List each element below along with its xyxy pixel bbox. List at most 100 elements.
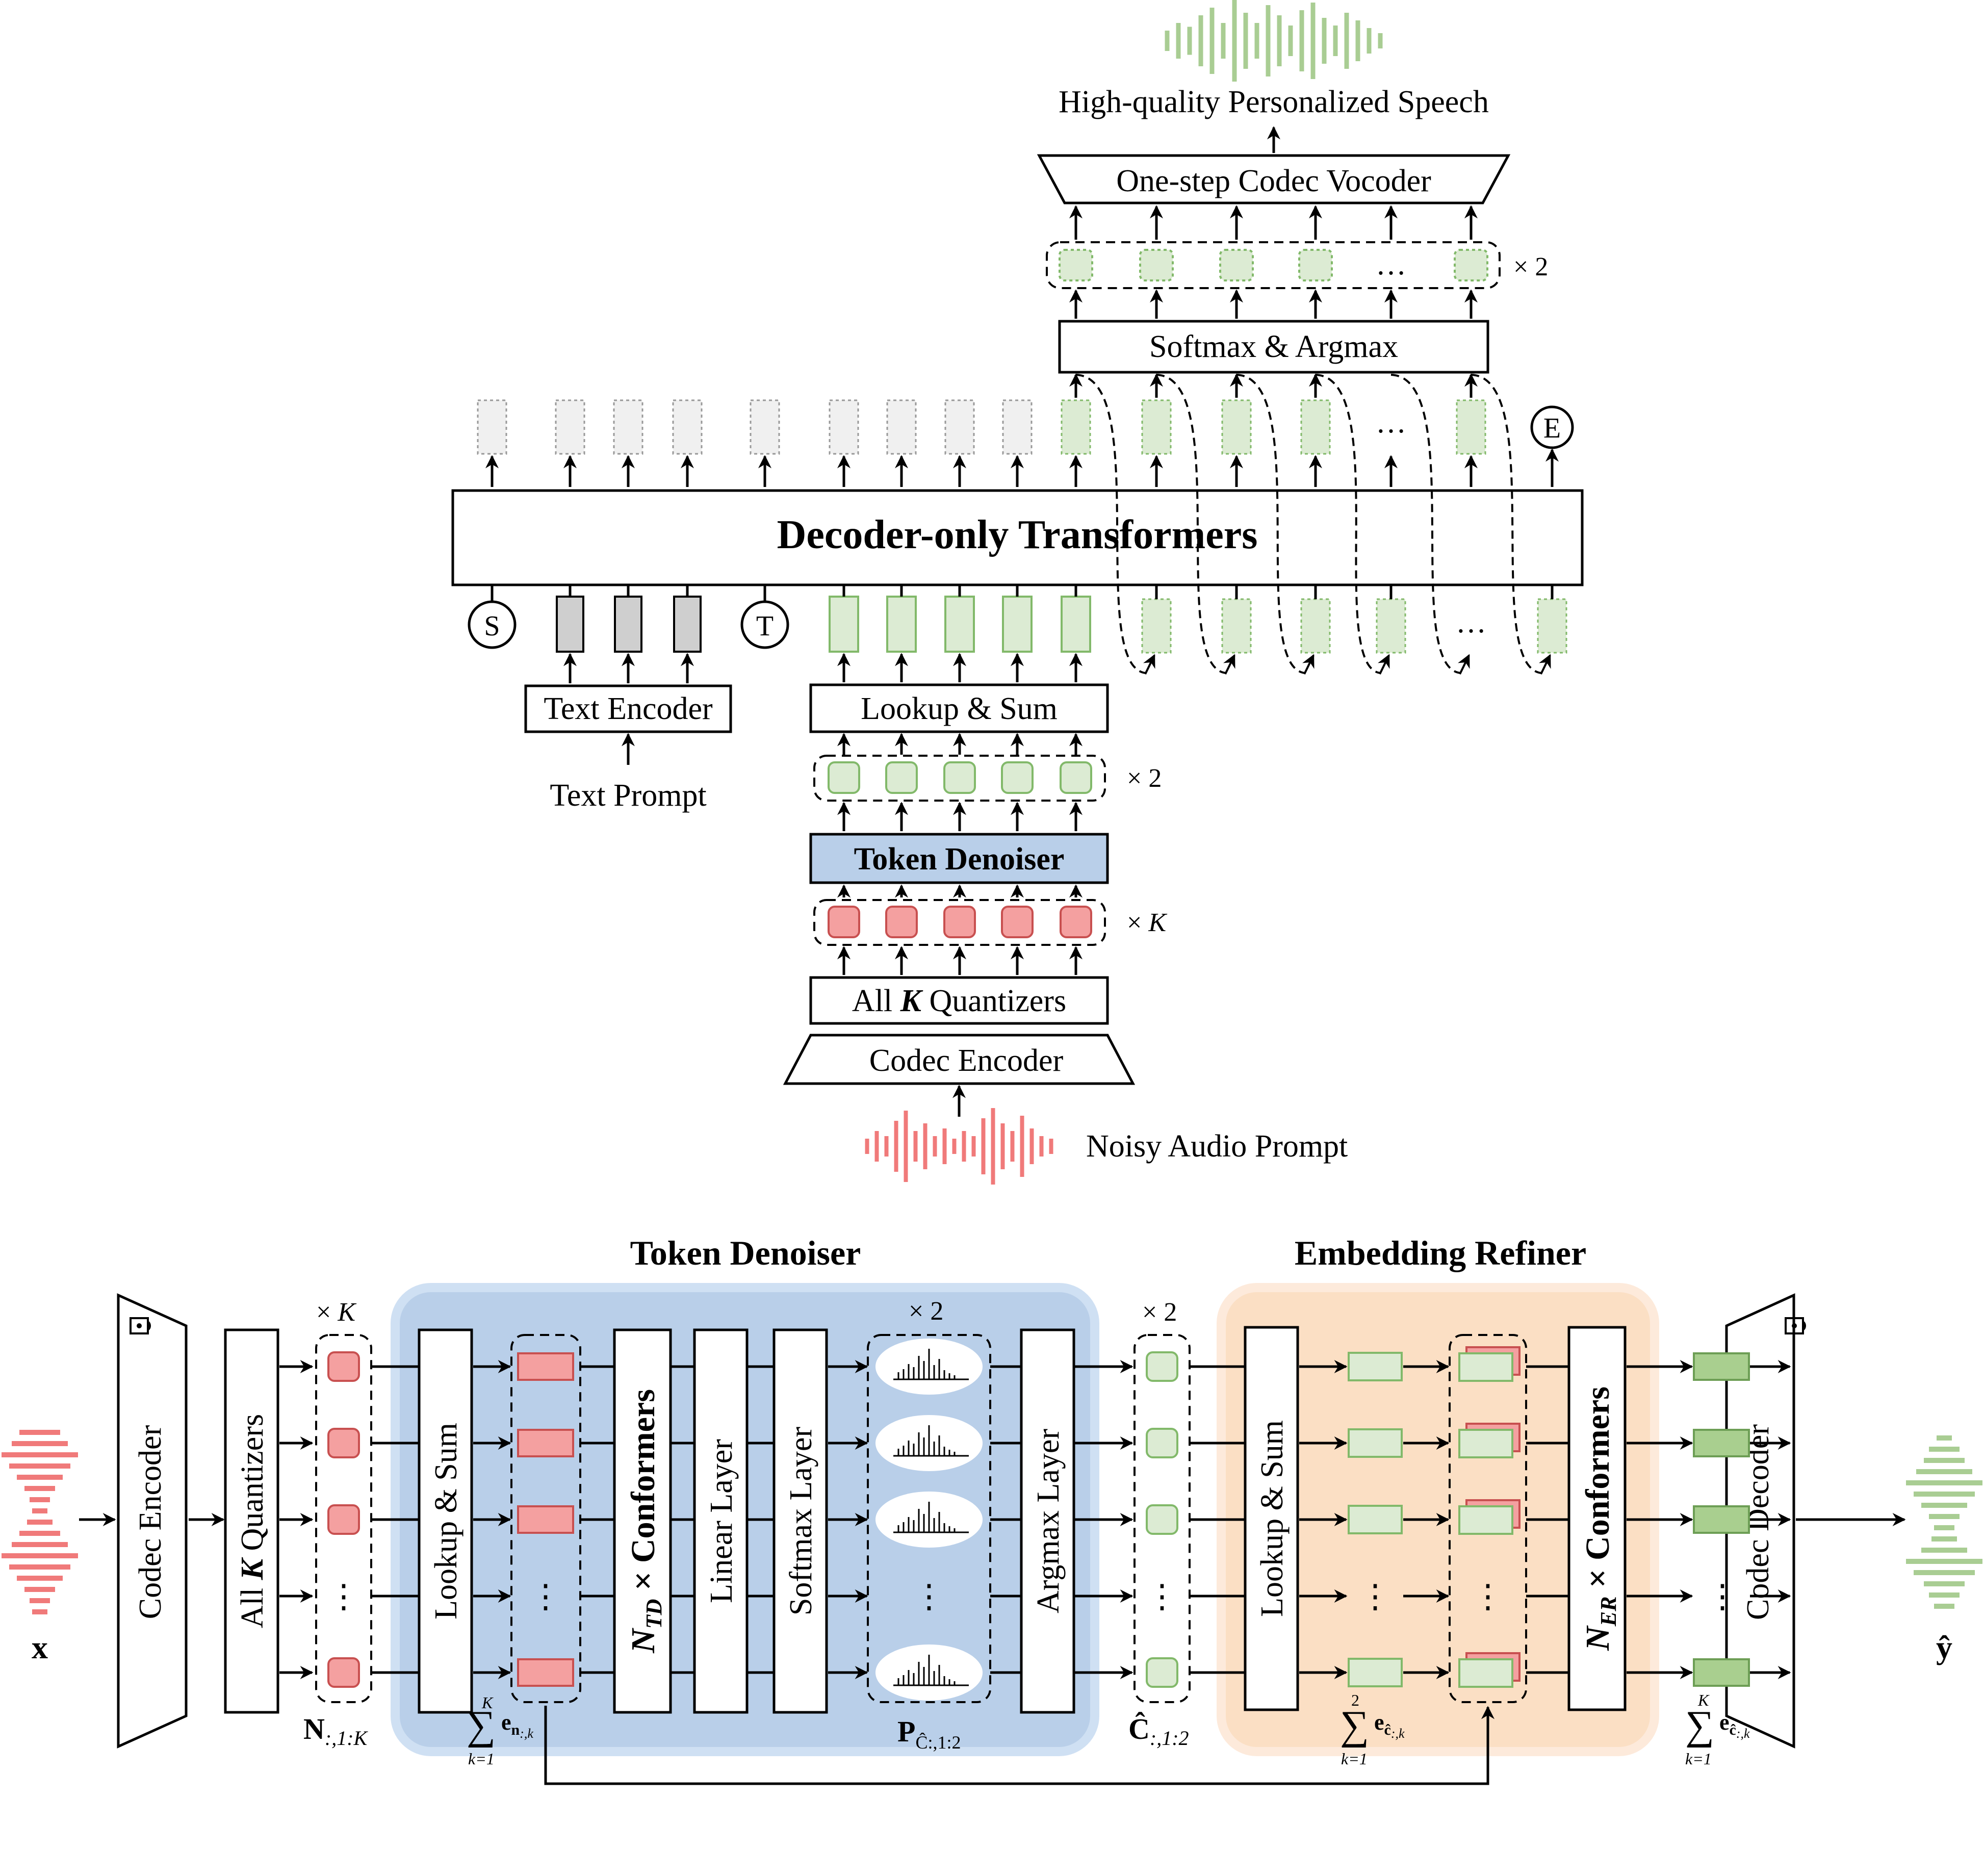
waveform-bar (1000, 1123, 1005, 1169)
svg-text:k=1: k=1 (1685, 1750, 1712, 1768)
all-k-quantizers-vertical: All K Quantizers (224, 1328, 279, 1714)
audio-prompt-token (1002, 596, 1033, 653)
ellipsis: ⋮ (1359, 1578, 1392, 1614)
denoised-token (828, 761, 860, 794)
waveform-bar (1914, 1570, 1975, 1575)
transformer-output-token (555, 399, 585, 455)
ntd-conformers-box: NTD × Conformers (613, 1328, 672, 1714)
output-y-label: ŷ (1936, 1629, 1952, 1665)
svg-text:S: S (484, 610, 500, 642)
stacked-embedding (1458, 1352, 1513, 1382)
token-denoiser-label: Token Denoiser (854, 842, 1065, 877)
text-token (614, 596, 642, 653)
input-x-label: x (32, 1629, 48, 1665)
waveform-bar (1344, 13, 1349, 69)
lock-icon (1785, 1317, 1806, 1334)
residual-connection-arrow (544, 1706, 1495, 1785)
feedback-curve (1156, 374, 1227, 674)
refined-embedding (1348, 1658, 1403, 1687)
waveform-bar (1906, 1559, 1982, 1564)
waveform-bar (1921, 1503, 1967, 1508)
waveform-bar (971, 1136, 976, 1157)
waveform-bar (1921, 1548, 1967, 1553)
autoregressive-feedback-arrows (1075, 374, 1551, 675)
waveform-bar (942, 1128, 947, 1164)
svg-text:2: 2 (1351, 1691, 1359, 1709)
waveform-bar (1243, 13, 1248, 69)
feedback-curve (1390, 374, 1461, 674)
svg-text:NTD × Conformers: NTD × Conformers (625, 1389, 666, 1654)
svg-text:K: K (481, 1693, 494, 1712)
waveform-bar (1914, 1492, 1975, 1497)
ellipsis: ⋮ (1146, 1578, 1178, 1614)
end-token: E (1530, 405, 1574, 449)
waveform-bar (17, 1475, 63, 1480)
waveform-bar (1310, 3, 1316, 79)
ellipsis: ⋮ (913, 1578, 945, 1614)
noisy-token (327, 1657, 360, 1688)
waveform-bar (1937, 1435, 1952, 1441)
output-embedding (1693, 1352, 1750, 1381)
output-token-group: … × 2 (1046, 241, 1548, 289)
math-n-label: N:,1:K (303, 1712, 369, 1750)
generated-token (1300, 598, 1331, 654)
codec-encoder-bottom: Codec Encoder (117, 1293, 188, 1749)
waveform-bar (1176, 23, 1181, 59)
waveform-bar (12, 1542, 68, 1547)
stacked-embedding (1458, 1658, 1513, 1688)
transformer-output-token (1061, 399, 1091, 455)
text-encoder-label: Text Encoder (544, 691, 713, 726)
lock-icon (130, 1317, 151, 1334)
waveform-bar (865, 1139, 869, 1154)
waveform-bar (904, 1111, 908, 1182)
transformer-output-token (613, 399, 643, 455)
math-sum-output: K ∑ k=1 eĉ:,k (1685, 1691, 1750, 1768)
argmax-layer-box: Argmax Layer (1020, 1328, 1075, 1714)
times-two-label-b: × 2 (1142, 1298, 1177, 1327)
svg-text:Lookup & Sum: Lookup & Sum (1255, 1420, 1290, 1617)
waveform-bar (2, 1452, 78, 1457)
svg-text:∑: ∑ (467, 1703, 496, 1748)
output-speech-label: High-quality Personalized Speech (1059, 85, 1489, 119)
ellipsis: … (1376, 247, 1406, 281)
times-two-label: × 2 (1513, 252, 1548, 281)
noisy-token-group (813, 899, 1106, 946)
waveform-bar (1934, 1525, 1954, 1530)
waveform-bar (1934, 1604, 1954, 1609)
waveform-bar (1049, 1139, 1053, 1154)
token-denoiser-box: Token Denoiser (809, 833, 1109, 884)
denoised-token-group (813, 755, 1106, 802)
noisy-embedding (517, 1352, 574, 1381)
probability-column (867, 1334, 991, 1703)
waveform-bar (1924, 1458, 1965, 1463)
refined-embedding (1348, 1505, 1403, 1534)
feedback-arrow-head (1143, 654, 1155, 675)
svg-text:Argmax Layer: Argmax Layer (1031, 1429, 1066, 1613)
times-k-label: × K (1127, 908, 1167, 937)
noisy-embedding (517, 1429, 574, 1457)
svg-text:∑: ∑ (1340, 1703, 1369, 1748)
waveform-bar (24, 1486, 55, 1491)
transformer-output-token (750, 399, 780, 455)
transformer-output-token (1141, 399, 1172, 455)
transformer-output-token (672, 399, 703, 455)
input-waveform-icon (2, 1430, 78, 1614)
noisy-token (943, 906, 976, 938)
waveform-bar (1187, 27, 1192, 55)
embedding-refiner-title: Embedding Refiner (1295, 1233, 1586, 1272)
svg-text:k=1: k=1 (468, 1750, 495, 1768)
transformer-output-token (1221, 399, 1252, 455)
waveform-bar (1906, 1480, 1982, 1485)
codec-encoder-label: Codec Encoder (869, 1043, 1064, 1078)
text-token (556, 596, 584, 653)
waveform-bar (30, 1598, 50, 1603)
ellipsis: ⋮ (327, 1578, 360, 1614)
ellipsis: … (1456, 605, 1486, 639)
waveform-bar (1929, 1447, 1960, 1452)
svg-text:∑: ∑ (1685, 1703, 1714, 1748)
feedback-arrow-head (1539, 654, 1551, 675)
noisy-audio-prompt-label: Noisy Audio Prompt (1086, 1129, 1348, 1164)
waveform-bar (1010, 1131, 1015, 1162)
softmax-argmax-box: Softmax & Argmax (1058, 320, 1489, 374)
ner-conformers-box: NER × Conformers (1567, 1326, 1627, 1711)
